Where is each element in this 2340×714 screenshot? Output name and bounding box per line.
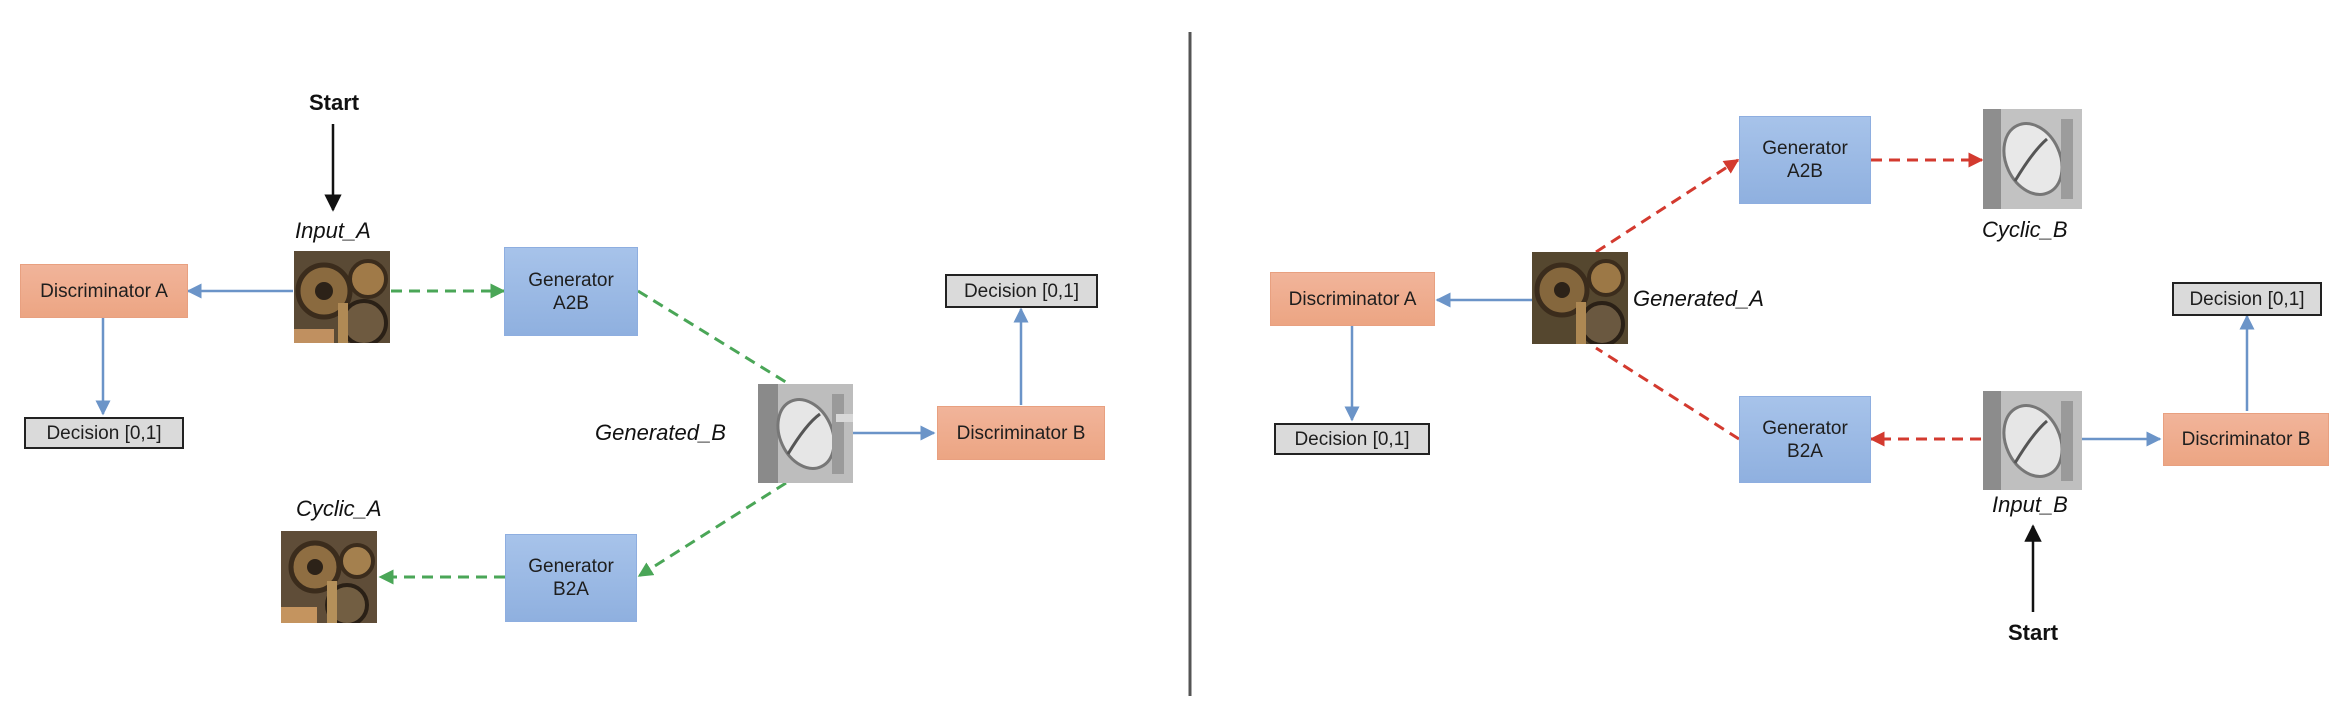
generator-a2b-line2-right: A2B (1787, 161, 1823, 182)
decision-a-label: Decision [0,1] (46, 422, 162, 444)
decision-a-box-right: Decision [0,1] (1274, 423, 1430, 455)
generator-a2b-line2: A2B (553, 292, 589, 314)
generated-b-image (758, 384, 853, 483)
discriminator-a-box: Discriminator A (20, 264, 188, 318)
start-label: Start (309, 90, 360, 115)
discriminator-b-label: Discriminator B (956, 422, 1086, 444)
discriminator-a-label: Discriminator A (40, 280, 168, 302)
input-a-image (294, 251, 390, 343)
cyclic-b-image (1983, 109, 2082, 209)
generator-b2a-line2-right: B2A (1787, 440, 1823, 462)
dash-gen-b2a-to-generated-a (1595, 346, 1740, 441)
generator-b2a-box: Generator B2A (505, 534, 637, 622)
generator-b2a-line1-right: Generator (1762, 417, 1848, 439)
generator-b2a-box-right: Generator B2A (1739, 396, 1871, 483)
input-a-label: Input_A (295, 218, 371, 243)
cyclic-a-label: Cyclic_A (296, 496, 382, 521)
input-b-label: Input_B (1992, 492, 2068, 517)
decision-b-label: Decision [0,1] (963, 280, 1080, 302)
dash-generated-a-to-gen-a2b (1595, 158, 1740, 254)
discriminator-b-box-right: Discriminator B (2163, 413, 2329, 466)
generator-a2b-box: Generator A2B (504, 247, 638, 336)
input-b-image (1983, 391, 2082, 490)
discriminator-a-label-right: Discriminator A (1288, 288, 1417, 310)
decision-b-box: Decision [0,1] (945, 274, 1098, 308)
decision-a-label-right: Decision [0,1] (1294, 428, 1410, 450)
dash-gen-a2b-to-generated-b (637, 289, 790, 386)
decision-b-box-right: Decision [0,1] (2172, 282, 2322, 316)
discriminator-b-label-right: Discriminator B (2181, 429, 2311, 450)
generated-a-label: Generated_A (1633, 286, 1764, 311)
generated-b-label: Generated_B (595, 420, 726, 445)
decision-b-label-right: Decision [0,1] (2189, 288, 2305, 310)
generator-a2b-line1-right: Generator (1762, 138, 1848, 159)
generated-a-image (1532, 252, 1628, 344)
decision-a-box: Decision [0,1] (24, 417, 184, 449)
generator-a2b-line1: Generator (528, 269, 614, 291)
discriminator-a-box-right: Discriminator A (1270, 272, 1435, 326)
cyclic-a-image (281, 531, 377, 623)
dash-generated-b-to-gen-b2a (637, 481, 787, 578)
generator-b2a-line1: Generator (528, 556, 614, 577)
generator-b2a-line2: B2A (553, 579, 589, 600)
discriminator-b-box: Discriminator B (937, 406, 1105, 460)
generator-a2b-box-right: Generator A2B (1739, 116, 1871, 204)
start-label-right: Start (2008, 620, 2059, 645)
cyclic-b-label: Cyclic_B (1982, 217, 2068, 242)
